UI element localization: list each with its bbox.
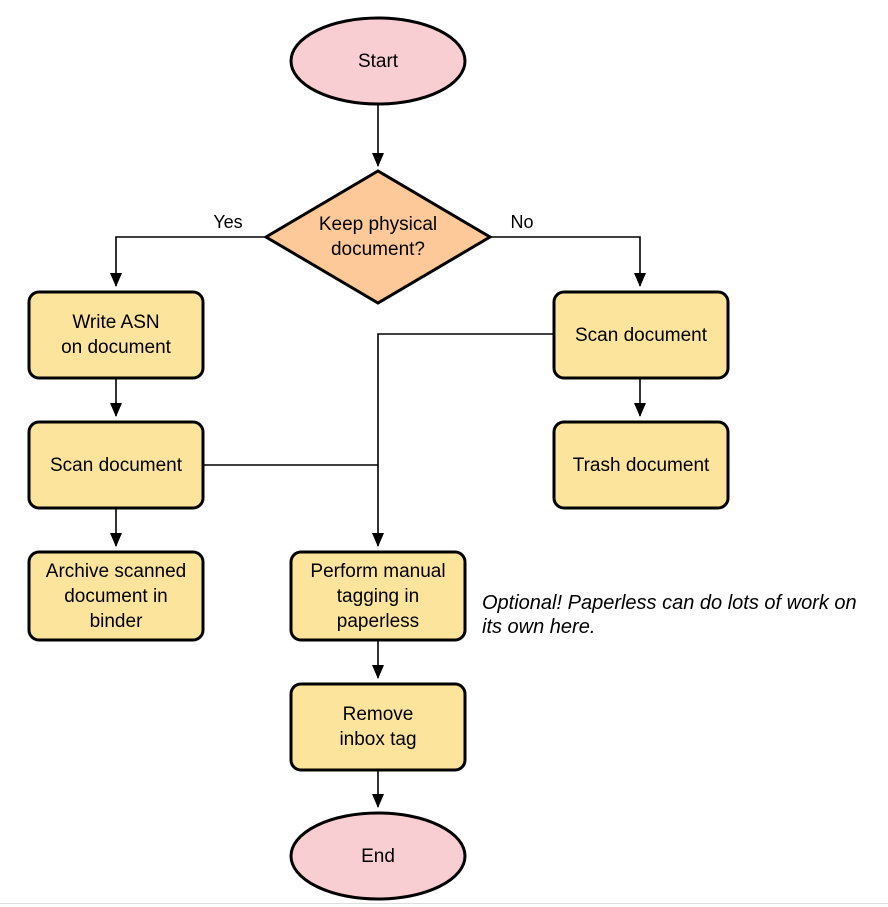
- edge-scan-right-to-tagging: [372, 333, 554, 547]
- tagging-process-shape: [289, 550, 467, 642]
- remove-inbox-process-shape: [289, 682, 467, 772]
- bottom-divider: [0, 903, 888, 904]
- start-terminator-shape: [289, 16, 467, 106]
- write-asn-process-shape: [27, 290, 205, 380]
- scan-document-left-process-shape: [27, 420, 205, 510]
- edge-decision-no-to-scan-right: [490, 236, 646, 287]
- trash-process-shape: [552, 420, 730, 510]
- decision-diamond-shape: [263, 169, 493, 305]
- archive-process-shape: [27, 550, 205, 642]
- edge-decision-yes-to-write-asn: [110, 236, 266, 287]
- shapes: [27, 16, 730, 901]
- end-terminator-shape: [289, 811, 467, 901]
- scan-document-right-process-shape: [552, 290, 730, 380]
- edges: [110, 105, 646, 808]
